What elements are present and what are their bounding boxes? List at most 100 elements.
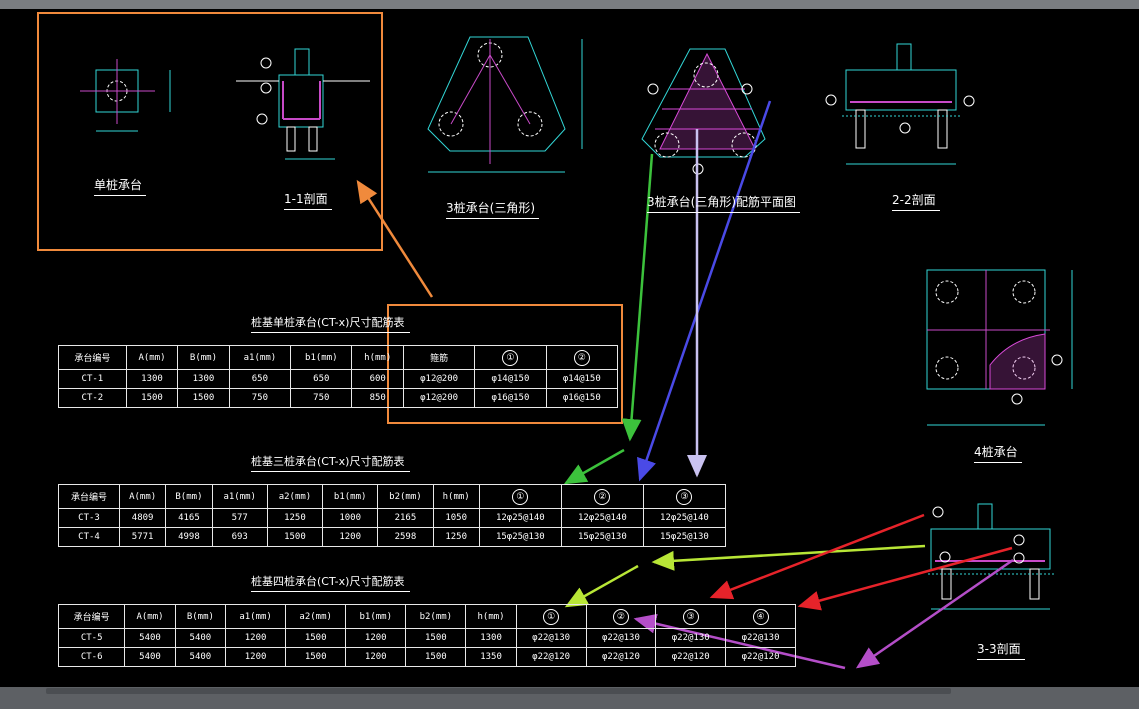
table-header-cell: h(mm) [465, 604, 517, 629]
table-cell: 1500 [285, 647, 347, 667]
header-text: 承台编号 [74, 354, 111, 364]
table-header-cell: h(mm) [351, 345, 404, 370]
table-cell: φ22@130 [515, 628, 587, 648]
table-header-cell: b1(mm) [290, 345, 353, 370]
table-cell: 577 [211, 508, 268, 528]
table-header-cell: ④ [725, 604, 796, 629]
green-arrow-diag [563, 448, 625, 485]
header-text: ③ [676, 488, 693, 505]
table-cell: CT-1 [58, 369, 127, 389]
red-arrow-2 [797, 546, 1013, 611]
table-cell: 600 [351, 369, 404, 389]
table-header-cell: ① [515, 604, 587, 629]
header-text: ② [573, 349, 590, 366]
table-cell: 2165 [377, 508, 434, 528]
table-cell: CT-6 [57, 647, 126, 667]
table-cell: 1500 [177, 388, 230, 408]
table-cell: 850 [351, 388, 404, 408]
table-header-cell: ② [585, 604, 657, 629]
single-pile-table-title: 桩基单桩承台(CT-x)尺寸配筋表 [251, 314, 411, 333]
green-arrow-down [621, 153, 654, 442]
four-pile-drawing [926, 269, 1073, 426]
table-cell: 1250 [266, 508, 324, 528]
header-text: b2(mm) [389, 491, 422, 502]
table-cell: φ22@130 [655, 628, 727, 648]
blue-arrow [637, 100, 772, 482]
header-text: h(mm) [442, 491, 470, 502]
table-cell: φ22@120 [585, 647, 657, 667]
header-text: a1(mm) [239, 611, 272, 622]
header-text: B(mm) [186, 611, 214, 622]
purple-arrow-1 [855, 558, 1014, 669]
table-header-cell: A(mm) [124, 604, 176, 629]
table-header-cell: ③ [655, 604, 727, 629]
cad-canvas[interactable]: 单桩承台 1-1剖面 3桩承台(三角形) 3桩承台(三角形)配筋平面图 2-2剖… [0, 9, 1139, 687]
section-3-3-drawing [928, 503, 1055, 610]
table-cell: 750 [228, 388, 292, 408]
header-text: ① [502, 349, 519, 366]
yellow-green-arrow-2 [564, 564, 639, 608]
table-header-cell: b2(mm) [377, 484, 434, 509]
red-arrow-1 [709, 513, 925, 600]
table-header-cell: 箍筋 [402, 345, 476, 370]
section-2-2-drawing [825, 43, 975, 165]
table-cell: 1000 [322, 508, 379, 528]
table-header-cell: B(mm) [177, 345, 230, 370]
table-cell: 5400 [174, 647, 227, 667]
label-single-pile: 单桩承台 [94, 176, 147, 196]
table-cell: 650 [290, 369, 353, 389]
label-triangle-rebar: 3桩承台(三角形)配筋平面图 [647, 193, 800, 213]
bottom-border [0, 687, 1139, 709]
table-cell: 5400 [174, 628, 227, 648]
table-header-cell: h(mm) [432, 484, 480, 509]
header-text: ② [612, 608, 629, 625]
header-text: 承台编号 [73, 613, 110, 623]
header-text: b1(mm) [333, 491, 367, 502]
table-header-cell: a1(mm) [228, 345, 292, 370]
table-header-cell: 承台编号 [57, 604, 126, 629]
table-cell: 1200 [225, 628, 287, 648]
header-text: ① [543, 608, 560, 625]
table-cell: φ12@200 [402, 369, 476, 389]
table-cell: CT-2 [58, 388, 127, 408]
table-cell: 1200 [345, 628, 407, 648]
table-cell: 1500 [405, 628, 467, 648]
header-text: 承台编号 [70, 493, 107, 503]
header-text: B(mm) [189, 352, 218, 363]
table-header-cell: b1(mm) [345, 604, 407, 629]
triangle-rebar-drawing [641, 48, 766, 175]
table-cell: 4998 [165, 527, 213, 547]
drawing-svg [37, 12, 1073, 670]
horizontal-scrollbar[interactable] [46, 688, 951, 694]
quad-pile-table-title: 桩基四桩承台(CT-x)尺寸配筋表 [251, 573, 411, 592]
header-text: ③ [682, 608, 699, 625]
header-text: B(mm) [175, 491, 203, 502]
table-cell: 1200 [345, 647, 407, 667]
label-section-2-2: 2-2剖面 [892, 191, 940, 211]
table-cell: 1500 [285, 628, 347, 648]
header-text: a2(mm) [278, 491, 312, 502]
table-cell: 1050 [432, 508, 480, 528]
table-cell: 15φ25@130 [560, 527, 644, 547]
table-cell: φ16@150 [545, 388, 619, 408]
table-header-cell: ① [478, 484, 562, 509]
table-cell: 1500 [266, 527, 324, 547]
table-header-cell: 承台编号 [58, 345, 127, 370]
table-cell: 15φ25@130 [478, 527, 562, 547]
table-cell: 1200 [225, 647, 287, 667]
header-text: ② [594, 488, 611, 505]
table-cell: 12φ25@140 [642, 508, 727, 528]
triple-pile-table-title: 桩基三桩承台(CT-x)尺寸配筋表 [251, 453, 411, 472]
header-text: b1(mm) [359, 611, 393, 622]
annotation-arrows [356, 100, 1014, 670]
table-cell: CT-3 [58, 508, 120, 528]
